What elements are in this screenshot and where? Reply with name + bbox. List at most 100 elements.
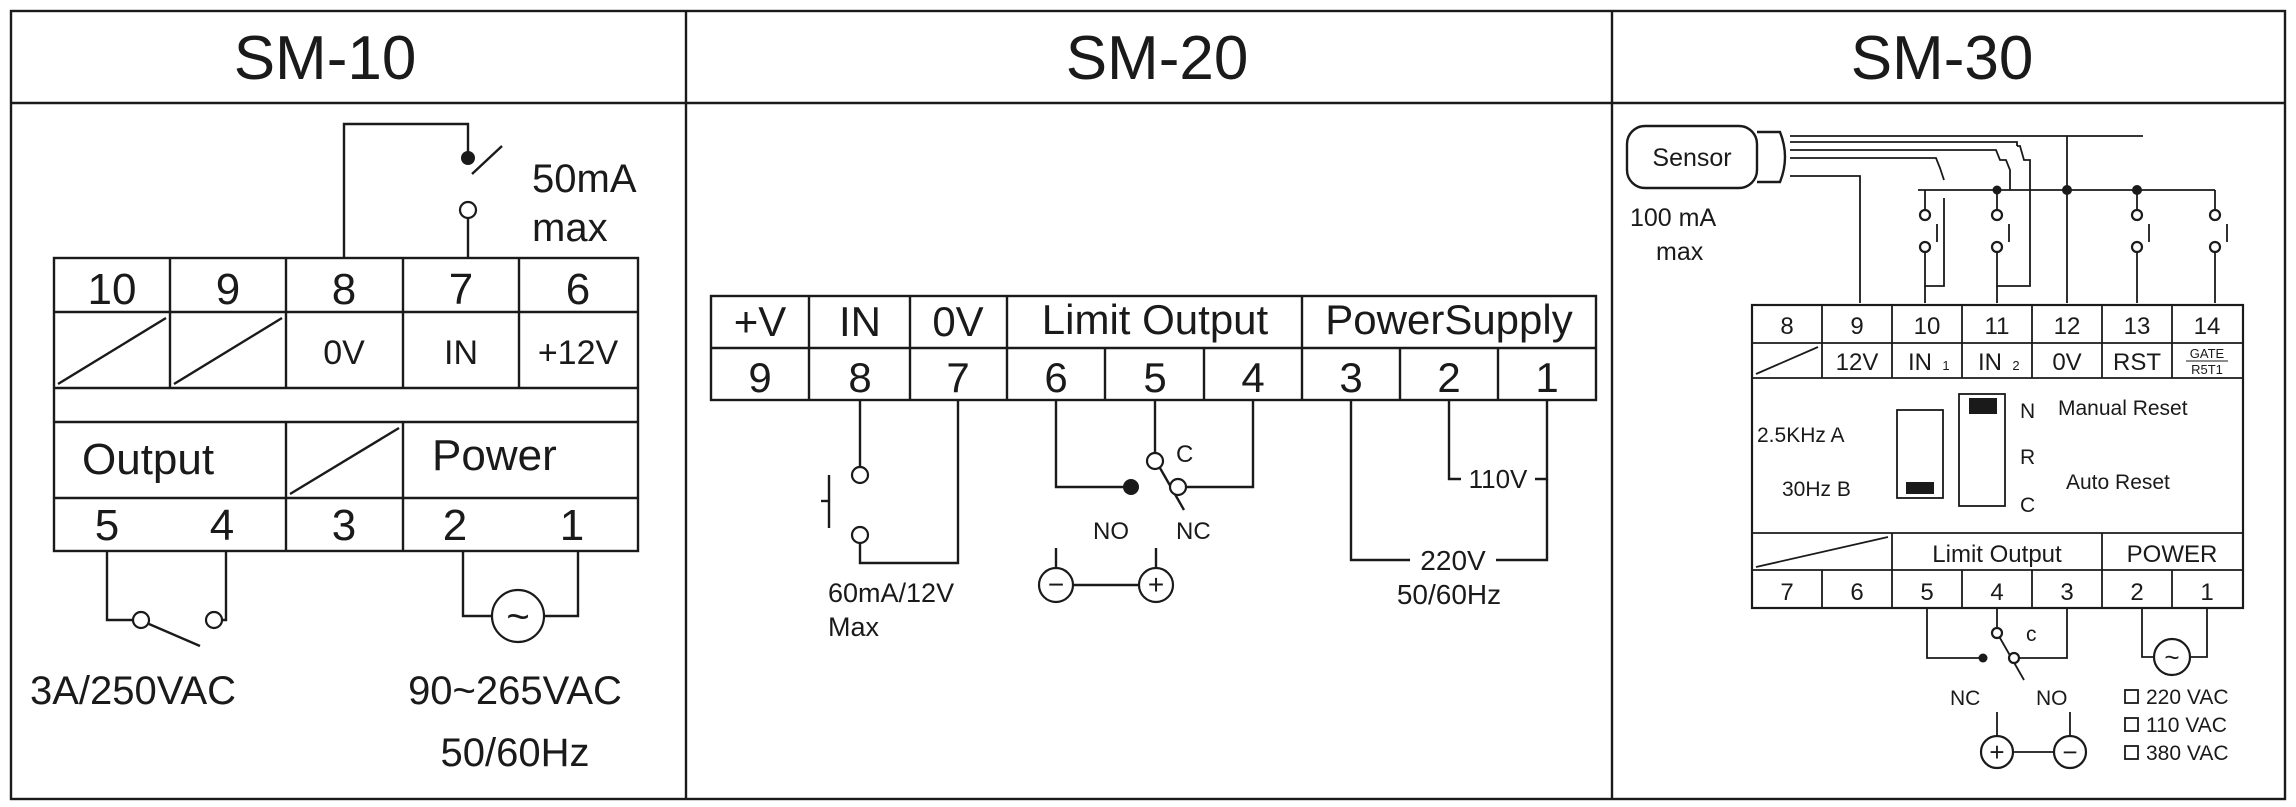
sm30-label-rst1: R5T1	[2191, 362, 2223, 377]
sm10-label-0v: 0V	[323, 334, 365, 372]
sm20-dc-source	[1037, 548, 1175, 604]
sm30-switch-bus	[1918, 136, 2228, 303]
sm20-terminal-8: 8	[848, 354, 871, 401]
sm30-relay-nc: NC	[1950, 687, 1980, 710]
sm10-terminal-6: 6	[566, 265, 590, 314]
minus-icon: −	[2062, 737, 2077, 767]
sm20-voltage-110: 110V	[1469, 464, 1528, 494]
sm30-freq-b: 30Hz B	[1782, 478, 1851, 501]
sm30-sensor-rating-2: max	[1656, 238, 1704, 266]
sm10-ac-source	[461, 551, 580, 644]
checkbox-380[interactable]	[2124, 745, 2139, 760]
sm10-input-switch	[342, 122, 503, 258]
sm20-relay-no: NO	[1093, 518, 1129, 545]
sm30-terminal-2: 2	[2130, 579, 2143, 606]
sm30-label-0v: 0V	[2052, 349, 2081, 376]
sm10-terminal-8: 8	[332, 265, 356, 314]
sm20-header-limit-output: Limit Output	[1042, 296, 1269, 343]
sm10-terminal-3: 3	[332, 501, 356, 550]
sm30-freq-a: 2.5KHz A	[1757, 424, 1845, 447]
sm30-voltage-options	[2124, 689, 2139, 760]
sm30-freq-switch	[1896, 409, 1944, 499]
sm20-terminal-1: 1	[1535, 354, 1558, 401]
sm30-terminal-5: 5	[1920, 579, 1933, 606]
sm10-power-rating-2: 50/60Hz	[441, 731, 590, 775]
sm30-voltage-380: 380 VAC	[2146, 742, 2229, 765]
sm20-input-switch	[821, 400, 960, 565]
sm30-terminal-6: 6	[1850, 579, 1863, 606]
panel-title-sm30: SM-30	[1851, 24, 2034, 93]
sm30-dc-source	[1979, 712, 2088, 770]
sm10-panel: 10 9 8 7 6 0V IN +12V Output Power 5 4 3…	[30, 122, 640, 775]
sm30-terminal-14: 14	[2194, 313, 2221, 340]
sm30-label-gate: GATE	[2190, 346, 2225, 361]
sm30-mode-n: N	[2020, 400, 2035, 423]
sm10-terminal-5: 5	[95, 501, 119, 550]
panel-title-sm10: SM-10	[234, 24, 417, 93]
sm30-terminal-3: 3	[2060, 579, 2073, 606]
sm30-terminal-1: 1	[2200, 579, 2213, 606]
sm20-panel: +V IN 0V Limit Output PowerSupply 9 8 7 …	[709, 294, 1598, 642]
sm20-header-in: IN	[839, 298, 881, 345]
checkbox-110[interactable]	[2124, 717, 2139, 732]
sm20-terminal-9: 9	[748, 354, 771, 401]
sm10-power-rating-1: 90~265VAC	[408, 669, 622, 713]
sm10-terminal-4: 4	[210, 501, 234, 550]
sm20-terminal-4: 4	[1241, 354, 1264, 401]
ac-symbol-icon: ~	[2164, 642, 2179, 672]
sm10-output-rating: 3A/250VAC	[30, 669, 236, 713]
sm30-terminal-13: 13	[2124, 313, 2151, 340]
sm20-terminal-3: 3	[1339, 354, 1362, 401]
sm20-relay-c: C	[1176, 441, 1193, 468]
sm30-ac-source	[2141, 608, 2208, 677]
sm20-header-power-supply: PowerSupply	[1325, 296, 1572, 343]
sm30-mode-switch	[1958, 393, 2006, 507]
sm20-freq-220: 50/60Hz	[1397, 579, 1501, 610]
sm30-relay-no: NO	[2036, 687, 2068, 710]
sm10-terminal-9: 9	[216, 265, 240, 314]
sm20-voltage-220: 220V	[1420, 545, 1486, 576]
ac-symbol-icon: ~	[506, 595, 529, 639]
sm10-label-12v: +12V	[538, 334, 619, 372]
sm30-terminal-8: 8	[1780, 313, 1793, 340]
sm30-power-label: POWER	[2127, 541, 2218, 568]
sm30-relay	[1926, 608, 2068, 681]
plus-icon: +	[1989, 737, 2004, 767]
sm10-output-contact	[105, 551, 228, 648]
sm30-sensor-rating-1: 100 mA	[1630, 204, 1716, 232]
sm30-sensor-label: Sensor	[1652, 144, 1731, 172]
sm30-label-in2-sub: 2	[2012, 358, 2019, 373]
sm20-terminal-block	[709, 294, 1598, 402]
sm10-switch-rating-1: 50mA	[532, 157, 637, 201]
sm10-terminal-block	[52, 256, 640, 553]
sm30-label-in1: IN	[1908, 349, 1932, 376]
sm20-input-rating-2: Max	[828, 612, 880, 642]
sm30-mode-r: R	[2020, 446, 2035, 469]
sm30-auto-reset: Auto Reset	[2066, 471, 2170, 494]
panel-title-sm20: SM-20	[1066, 24, 1249, 93]
sm30-mode-c: C	[2020, 494, 2035, 517]
sm30-terminal-10: 10	[1914, 313, 1941, 340]
sm30-limit-output: Limit Output	[1932, 541, 2062, 568]
sm30-panel: Sensor 100 mA max	[1625, 124, 2245, 770]
checkbox-220[interactable]	[2124, 689, 2139, 704]
frame	[9, 9, 2287, 801]
sm20-input-rating-1: 60mA/12V	[828, 578, 954, 608]
sm20-relay-nc: NC	[1176, 518, 1211, 545]
sm20-header-plus-v: +V	[734, 298, 787, 345]
sm10-switch-rating-2: max	[532, 206, 608, 250]
sm30-label-in2: IN	[1978, 349, 2002, 376]
sm30-terminal-4: 4	[1990, 579, 2003, 606]
sm30-terminal-12: 12	[2054, 313, 2081, 340]
sm20-terminal-6: 6	[1044, 354, 1067, 401]
sm30-sensor	[1625, 124, 2143, 303]
sm30-voltage-220: 220 VAC	[2146, 686, 2229, 709]
minus-icon: −	[1048, 569, 1064, 600]
sm30-terminal-11: 11	[1985, 313, 2010, 340]
sm20-terminal-7: 7	[946, 354, 969, 401]
sm10-terminal-1: 1	[560, 501, 584, 550]
plus-icon: +	[1148, 569, 1164, 600]
sm20-header-0v: 0V	[932, 298, 983, 345]
sm20-terminal-5: 5	[1143, 354, 1166, 401]
